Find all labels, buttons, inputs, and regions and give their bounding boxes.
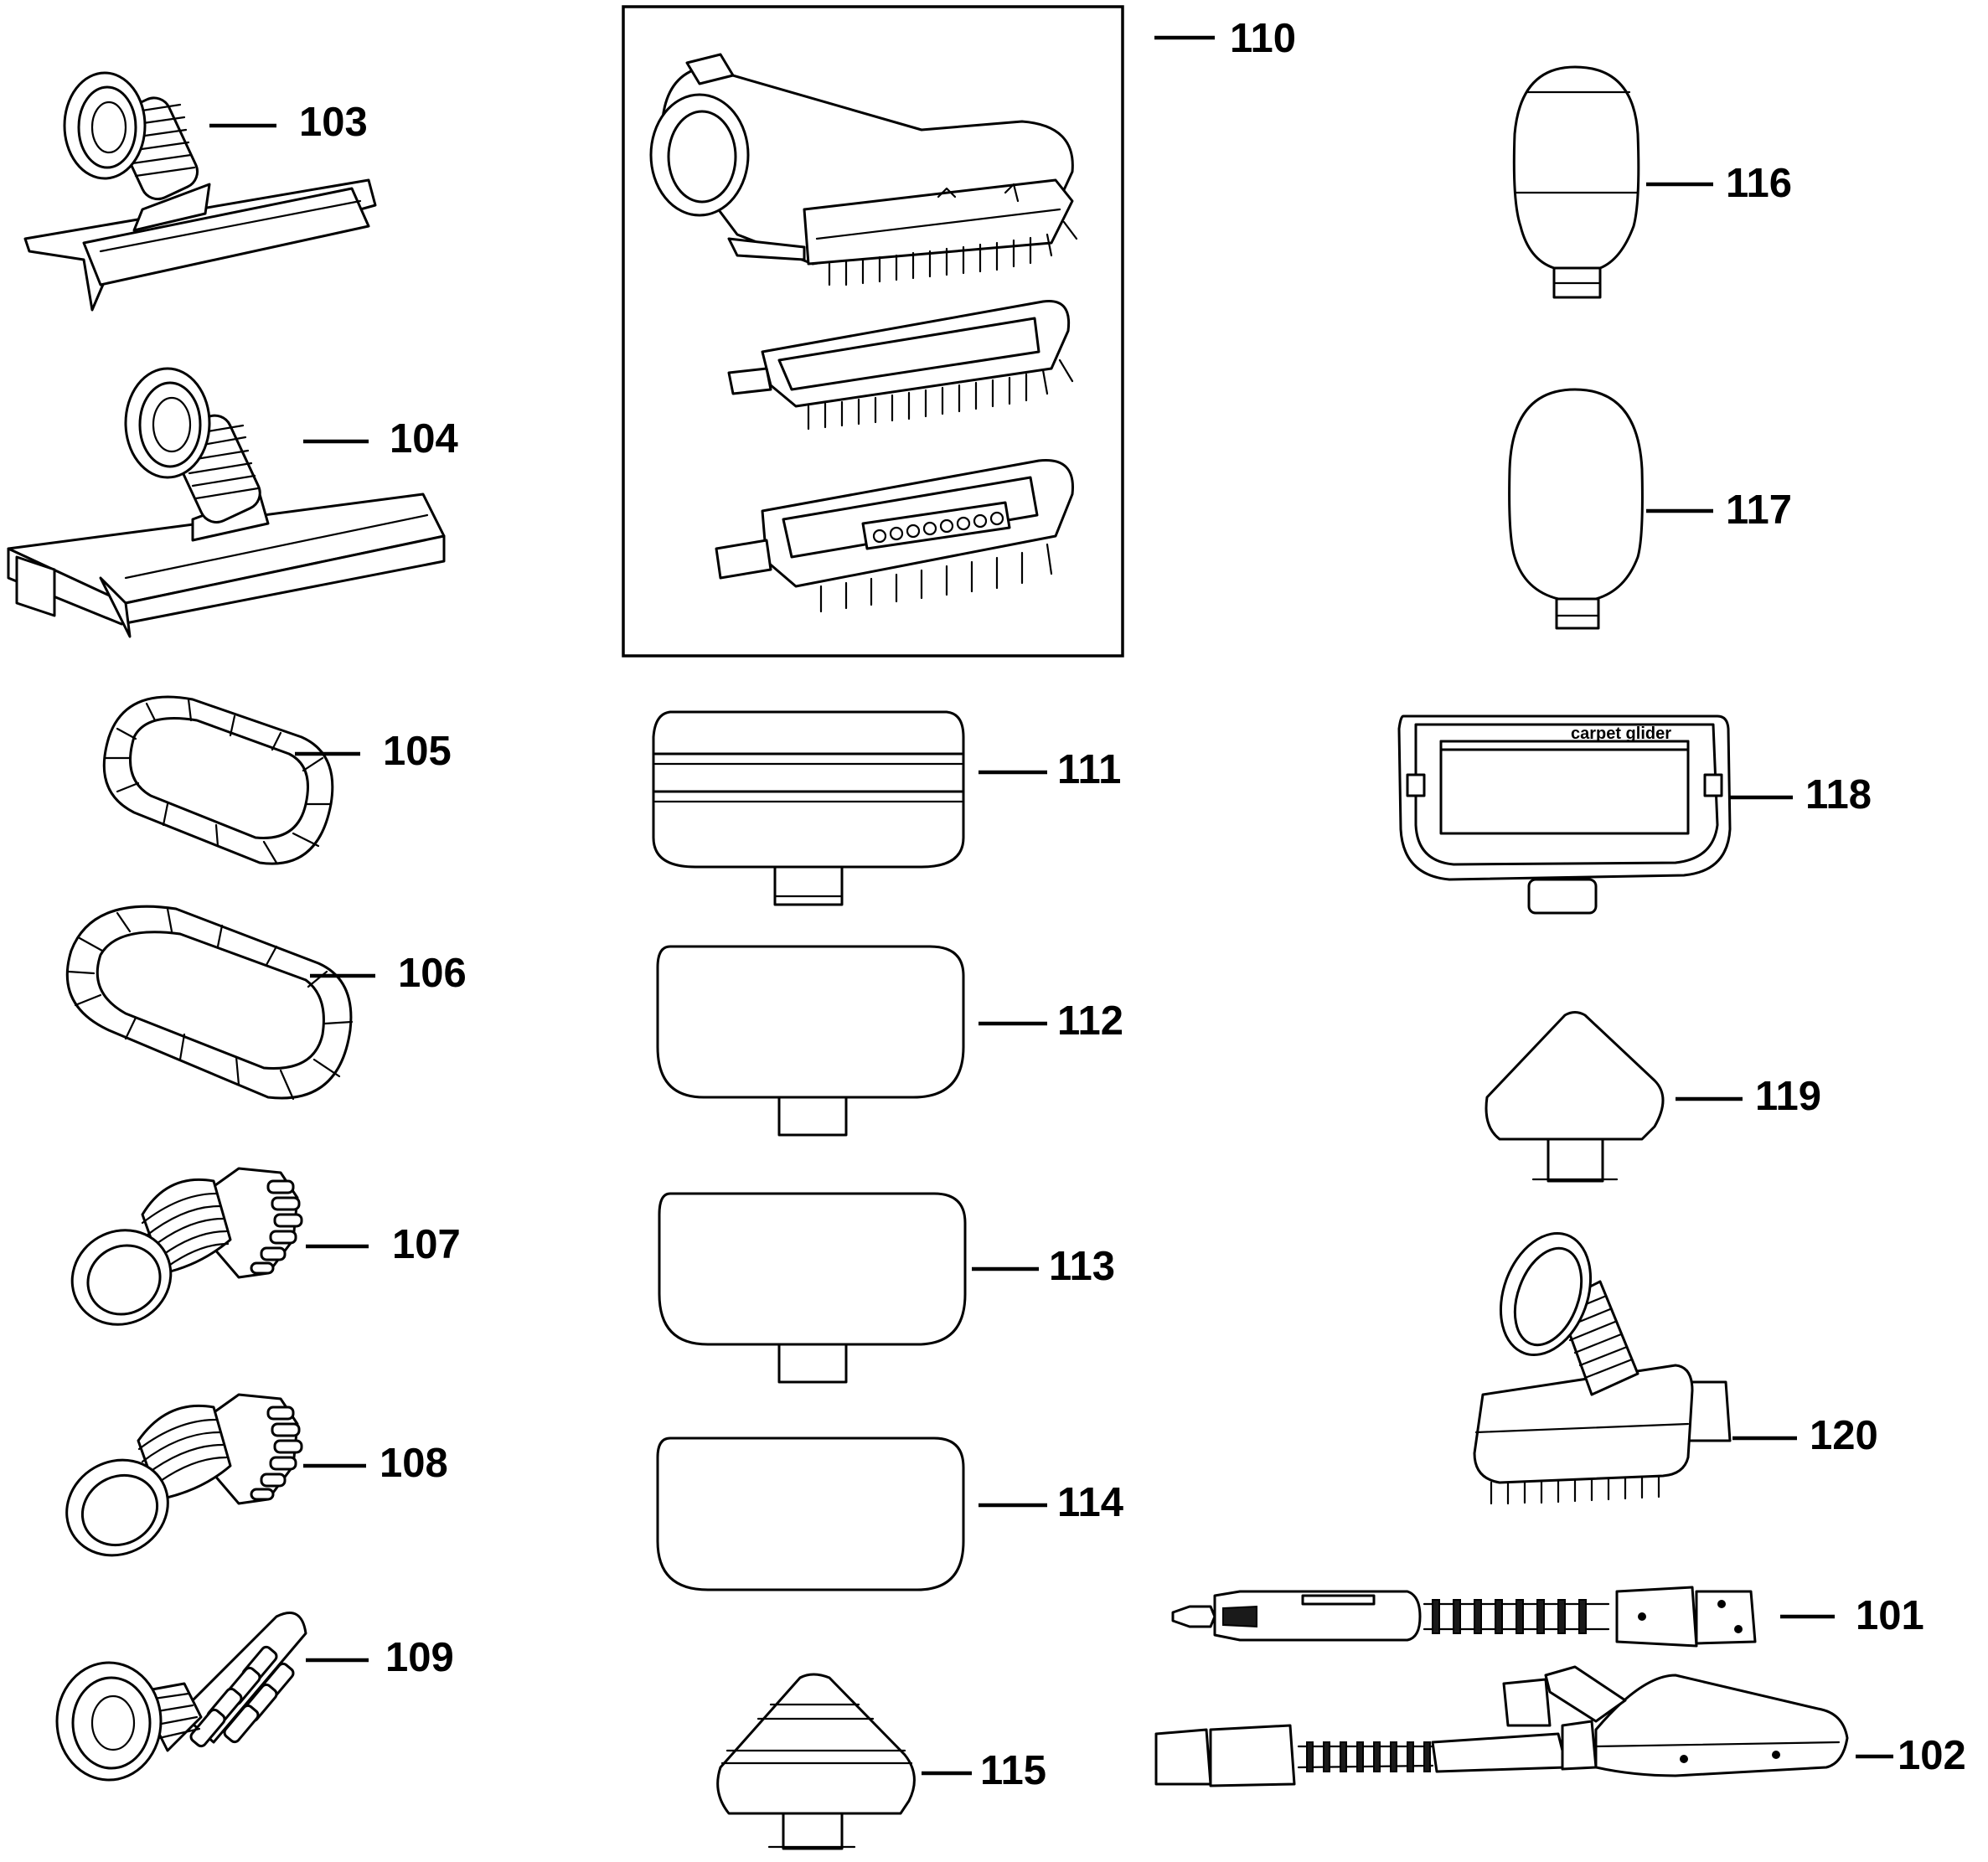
part-109-label: 109 [385,1635,454,1680]
part-115-illustration [716,1673,916,1850]
part-119-label: 119 [1755,1074,1821,1119]
part-106-illustration [65,905,354,1101]
part-101-label: 101 [1856,1593,1924,1638]
part-117-illustration [1508,388,1644,630]
part-116-label: 116 [1726,161,1792,206]
part-117-label: 117 [1726,487,1792,533]
part-102-illustration [1154,1665,1849,1787]
part-108-illustration [65,1393,303,1557]
part-labels: 110 103 104 105 106 107 108 109 111 112 … [299,16,1966,1793]
part-105-label: 105 [383,729,452,774]
part-111-label: 111 [1057,747,1121,792]
part-112-label: 112 [1057,998,1123,1044]
part-105-illustration [102,695,334,865]
part-107-illustration [70,1167,303,1326]
leader-lines [209,35,1893,1776]
part-113-illustration [658,1192,967,1384]
part-114-illustration [656,1436,965,1591]
part-104-label: 104 [390,416,458,462]
part-114-label: 114 [1057,1480,1123,1525]
part-113-label: 113 [1049,1244,1115,1289]
part-108-label: 108 [380,1441,448,1486]
part-103-label: 103 [299,100,368,145]
part-115-label: 115 [980,1748,1046,1793]
part-102-label: 102 [1898,1733,1966,1778]
part-101-illustration [1171,1586,1757,1648]
part-103-illustration [23,71,377,312]
part-110-label: 110 [1230,16,1296,61]
part-110-frame [622,5,1124,658]
part-120-label: 120 [1810,1413,1878,1458]
part-106-label: 106 [398,951,467,996]
part-118-illustration: carpet glider [1397,714,1732,915]
part-109-illustration [55,1612,307,1782]
part-110-illustration [622,5,1124,658]
part-104-illustration [7,367,446,638]
part-116-illustration [1512,65,1640,299]
part-120-illustration [1473,1231,1732,1505]
part-119-illustration [1485,1011,1665,1183]
part-118-label: 118 [1805,772,1872,818]
part-112-illustration [656,945,965,1137]
carpet-glider-brand-text: carpet glider [1571,725,1671,743]
part-111-illustration [652,710,965,906]
part-107-label: 107 [392,1222,461,1267]
